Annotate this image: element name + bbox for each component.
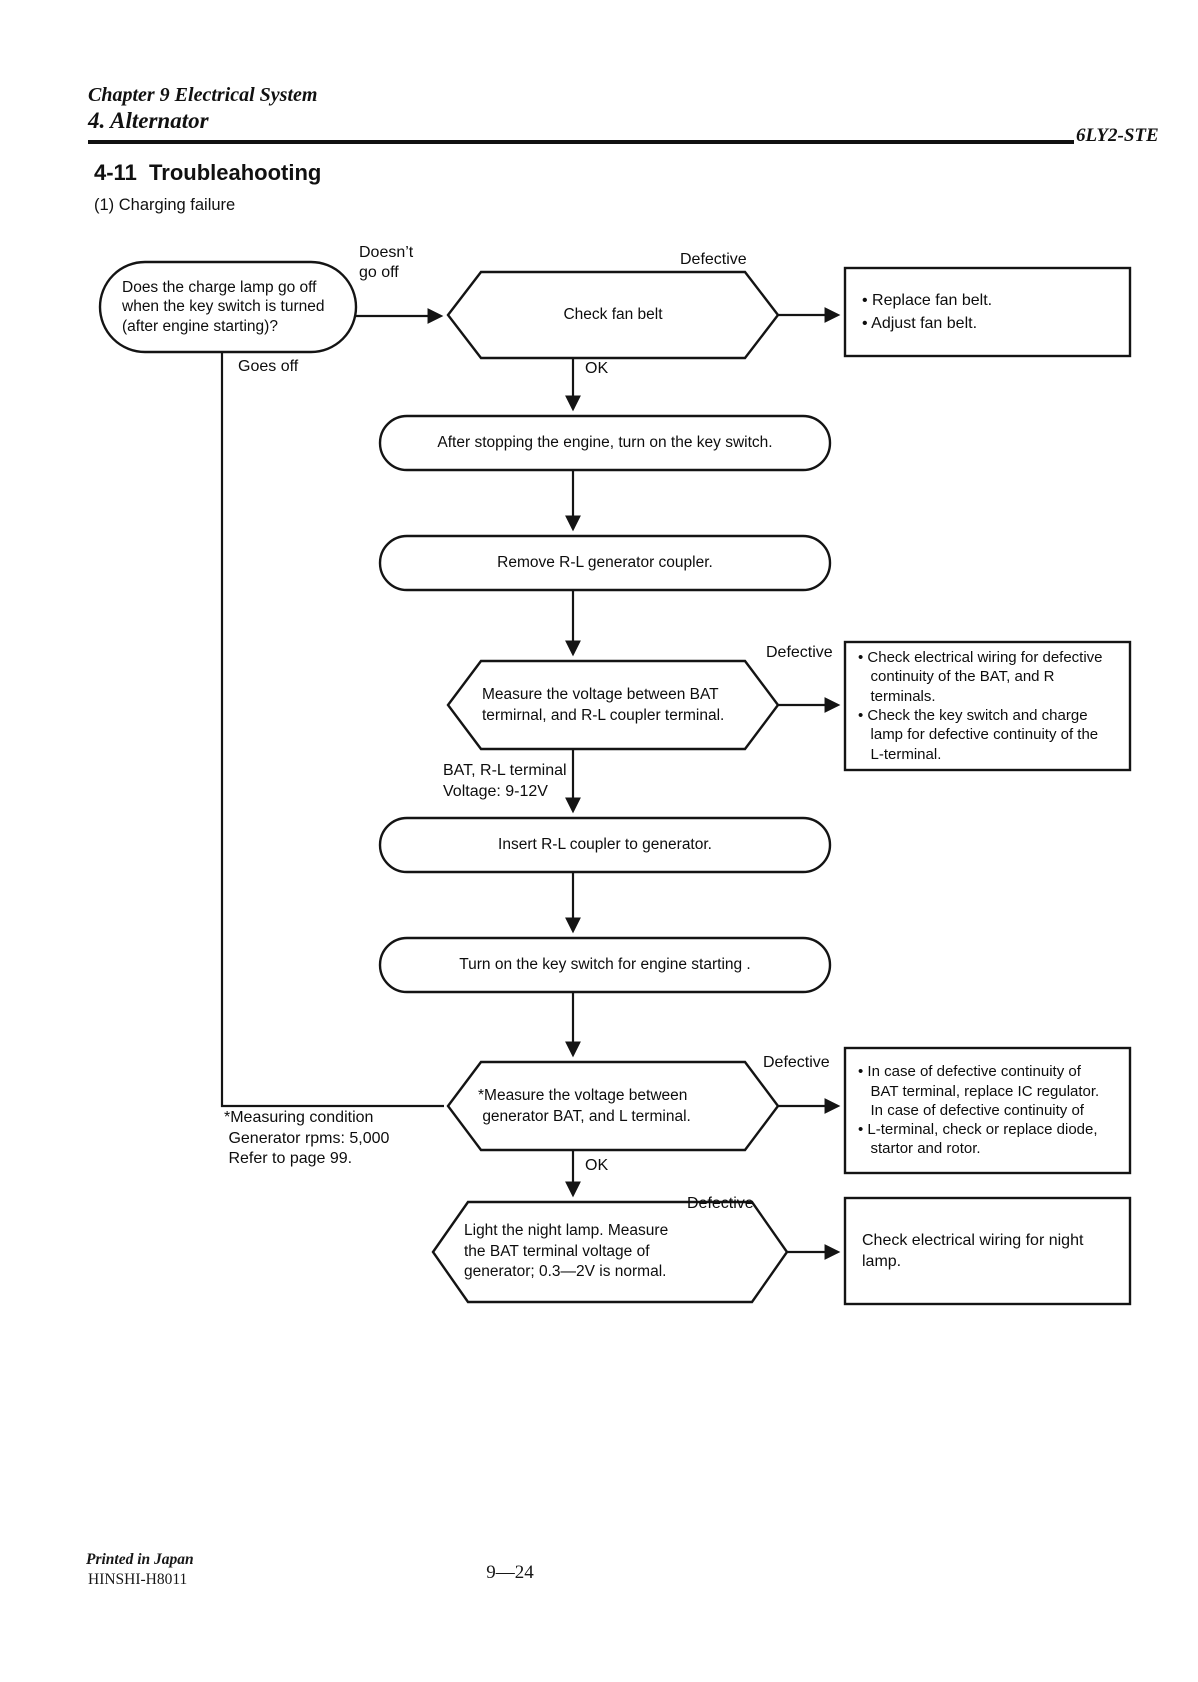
chapter-heading: Chapter 9 Electrical System xyxy=(88,84,318,106)
label-ok-2: OK xyxy=(585,1157,609,1174)
label-defective-3: Defective xyxy=(763,1054,830,1071)
node-start: Does the charge lamp go off when the key… xyxy=(122,278,325,335)
node-replace-fan-belt: • Replace fan belt. • Adjust fan belt. xyxy=(862,292,993,332)
node-check-regulator: • In case of defective continuity of BAT… xyxy=(858,1063,1100,1158)
node-check-fan-belt: Check fan belt xyxy=(563,306,663,323)
stadium-turn-key-shape xyxy=(378,936,832,994)
label-defective-2: Defective xyxy=(766,644,833,661)
rect-replace-regulator-shape xyxy=(843,1046,1132,1175)
node-check-wiring: • Check electrical wiring for defective … xyxy=(858,649,1103,763)
stadium-insert-coupler-shape xyxy=(378,816,832,874)
node-measure-bat-rl: Measure the voltage between BAT termirna… xyxy=(482,686,725,724)
footer-printed: Printed in Japan xyxy=(86,1551,194,1568)
note-measuring-condition: *Measuring condition Generator rpms: 5,0… xyxy=(224,1109,390,1167)
footer-code: HINSHI-H8011 xyxy=(88,1571,188,1588)
header-rule xyxy=(88,140,1074,144)
rect-check-wiring-shape xyxy=(843,640,1132,772)
model-code: 6LY2-STE xyxy=(1076,125,1159,146)
node-night-wiring: Check electrical wiring for night lamp. xyxy=(862,1232,1084,1270)
page-number: 9—24 xyxy=(486,1562,534,1583)
node-turn-key: Turn on the key switch for engine starti… xyxy=(459,956,751,973)
node-stop-engine: After stopping the engine, turn on the k… xyxy=(437,434,773,451)
label-bat-voltage: BAT, R-L terminal Voltage: 9-12V xyxy=(443,762,567,800)
label-defective-1: Defective xyxy=(680,251,747,268)
section-title: 4-11 Troubleahooting xyxy=(94,160,322,185)
section-heading: 4. Alternator xyxy=(88,108,209,133)
rect-replace-fan-belt-shape xyxy=(843,266,1132,358)
stadium-remove-coupler-shape xyxy=(378,534,832,592)
node-night-lamp: Light the night lamp. Measure the BAT te… xyxy=(464,1222,669,1281)
stadium-start-shape xyxy=(98,260,358,354)
node-measure-bat-l: *Measure the voltage between generator B… xyxy=(478,1087,691,1125)
label-defective-4: Defective xyxy=(687,1195,754,1212)
rect-night-wiring-shape xyxy=(843,1196,1132,1306)
label-doesnt-go-off: Doesn’t go off xyxy=(359,244,414,281)
stadium-stop-engine-shape xyxy=(378,414,832,472)
node-insert-coupler: Insert R-L coupler to generator. xyxy=(498,836,712,853)
label-goes-off: Goes off xyxy=(238,358,299,375)
node-remove-coupler: Remove R-L generator coupler. xyxy=(497,554,713,571)
goes-off-branch-line xyxy=(220,352,444,1108)
subsection-title: (1) Charging failure xyxy=(94,196,236,214)
label-ok-1: OK xyxy=(585,360,609,377)
